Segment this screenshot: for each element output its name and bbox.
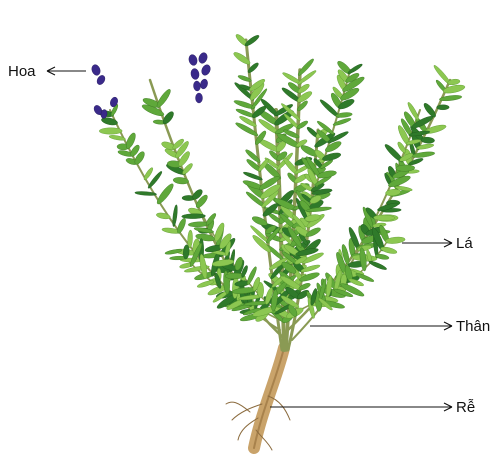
label-flower: Hoa [8, 63, 36, 80]
leaf [421, 137, 435, 144]
leaf [143, 167, 155, 181]
plant-illustration [90, 33, 465, 450]
label-root: Rễ [456, 399, 475, 416]
leaf [156, 212, 171, 220]
label-stem: Thân [456, 318, 490, 335]
callout-root: Rễ [270, 399, 475, 416]
leaf [368, 260, 387, 271]
leaf [183, 245, 190, 260]
leaf [172, 205, 179, 227]
leaf [155, 182, 175, 206]
callout-flower: Hoa [8, 63, 86, 80]
leaf [442, 83, 465, 94]
leaf [374, 215, 395, 221]
label-leaf: Lá [456, 235, 473, 252]
callout-leaf: Lá [402, 235, 473, 252]
leaf [437, 105, 450, 110]
leaf [165, 248, 183, 255]
callout-stem: Thân [310, 318, 490, 335]
leaf [182, 214, 206, 219]
leaf [155, 88, 172, 109]
leaf [359, 247, 368, 271]
leaf [380, 246, 398, 255]
leaf [99, 128, 122, 135]
leaf [109, 134, 126, 141]
leaf [197, 279, 215, 289]
leaves [97, 33, 465, 325]
root [226, 348, 290, 450]
